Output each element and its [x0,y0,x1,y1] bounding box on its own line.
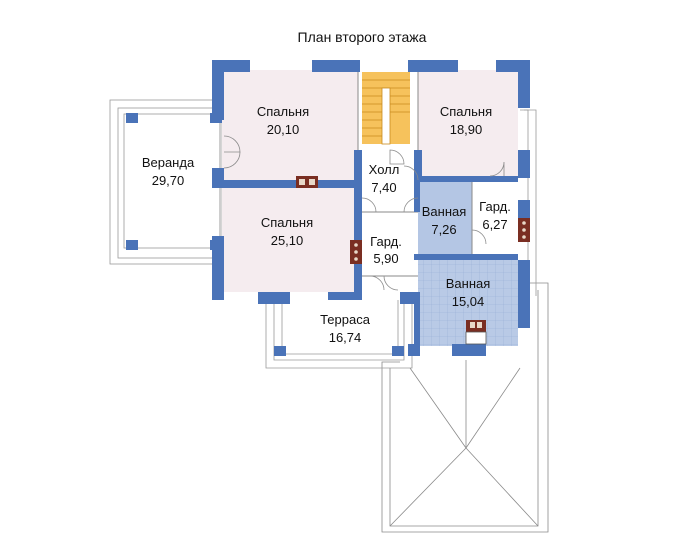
room-name-bedroom-ne: Спальня [440,104,492,119]
walls [212,60,530,356]
room-area-terrace: 16,74 [329,330,362,345]
wardrobe-e-area [474,178,518,258]
room-name-wardrobe-e: Гард. [479,199,511,214]
room-area-bedroom-w: 25,10 [271,233,304,248]
veranda-post [126,240,138,250]
chimney-icon [518,218,530,242]
room-area-hall: 7,40 [371,180,396,195]
terrace-outline [265,300,413,369]
boiler-icon [465,320,487,345]
room-name-terrace: Терраса [320,312,371,327]
plan-title: План второго этажа [298,29,427,45]
hall-area [358,148,418,210]
roof-outline [381,282,549,533]
room-area-bath-small: 7,26 [431,222,456,237]
room-name-bath-small: Ванная [422,204,467,219]
room-area-bedroom-ne: 18,90 [450,122,483,137]
room-area-bedroom-nw: 20,10 [267,122,300,137]
veranda-post [126,113,138,123]
room-name-bedroom-w: Спальня [261,215,313,230]
room-name-veranda: Веранда [142,155,195,170]
bedroom-w-area [222,188,358,292]
room-area-veranda: 29,70 [152,173,185,188]
room-area-wardrobe-c: 5,90 [373,251,398,266]
room-name-wardrobe-c: Гард. [370,234,402,249]
terrace-post [274,346,286,356]
room-area-wardrobe-e: 6,27 [482,217,507,232]
wardrobe-c-area [358,214,418,276]
room-name-bath-large: Ванная [446,276,491,291]
staircase [362,72,410,145]
room-area-bath-large: 15,04 [452,294,485,309]
stove-icon [296,176,318,188]
chimney-icon [350,240,362,264]
bedroom-nw-area [222,70,358,182]
bedroom-ne-area [418,70,518,176]
room-name-bedroom-nw: Спальня [257,104,309,119]
doors [223,135,505,291]
terrace-post [392,346,404,356]
room-name-hall: Холл [369,162,400,177]
bath-small-area [418,178,472,258]
